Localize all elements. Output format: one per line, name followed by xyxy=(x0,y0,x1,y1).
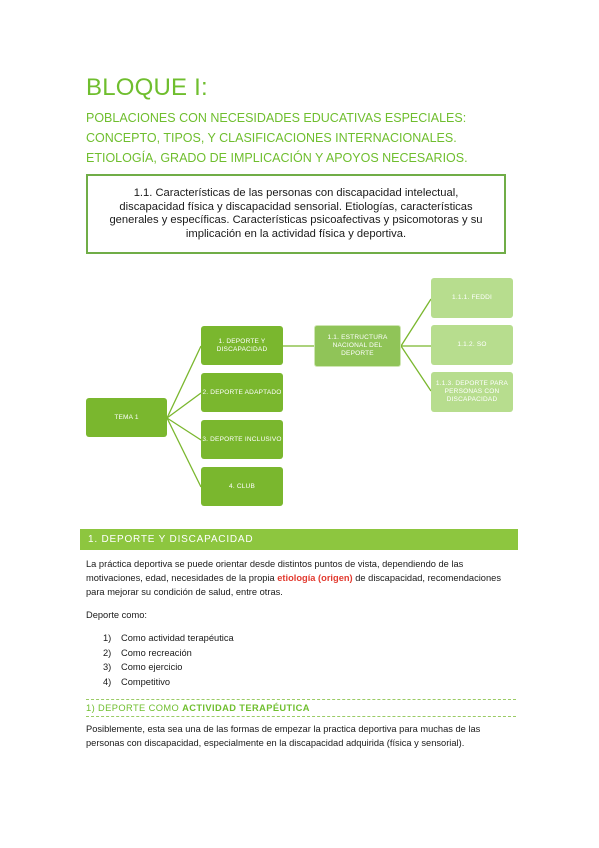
connector-line xyxy=(166,417,202,441)
list-number: 4) xyxy=(103,676,112,687)
list-number: 3) xyxy=(103,662,112,672)
list-text: Competitivo xyxy=(121,676,171,687)
diagram-node-deporte-discapacidad: 1. DEPORTE Y DISCAPACIDAD xyxy=(201,326,283,365)
section-heading-bar: 1. DEPORTE Y DISCAPACIDAD xyxy=(80,529,518,550)
highlighted-term: etiología (origen) xyxy=(277,573,353,583)
numbered-list: 1) Como actividad terapéutica 2) Como re… xyxy=(103,631,234,689)
list-item: 3) Como ejercicio xyxy=(103,660,234,675)
section-paragraph: La práctica deportiva se puede orientar … xyxy=(86,557,516,599)
paragraph-text: La práctica deportiva se puede orientar … xyxy=(86,559,464,583)
node-label: 2. DEPORTE ADAPTADO xyxy=(202,388,282,396)
section-heading: 1. DEPORTE Y DISCAPACIDAD xyxy=(88,534,254,545)
connector-line xyxy=(166,345,202,419)
topic-summary-box: 1.1. Características de las personas con… xyxy=(86,174,506,254)
page-title: BLOQUE I: xyxy=(86,74,208,101)
divider xyxy=(86,699,516,700)
diagram-node-deporte-adaptado: 2. DEPORTE ADAPTADO xyxy=(201,373,283,412)
node-label: 3. DEPORTE INCLUSIVO xyxy=(202,435,282,443)
list-number: 1) xyxy=(103,633,112,643)
diagram-node-so: 1.1.2. SO xyxy=(431,325,513,365)
subsection-paragraph: Posiblemente, esta sea una de las formas… xyxy=(86,724,481,748)
node-label: 1.1. ESTRUCTURA NACIONAL DEL DEPORTE xyxy=(327,334,388,357)
list-text: Como recreación xyxy=(121,647,192,658)
list-number: 2) xyxy=(103,647,112,658)
subsection-heading-prefix: 1) DEPORTE COMO xyxy=(86,703,183,713)
node-label: TEMA 1 xyxy=(114,413,139,421)
list-intro: Deporte como: xyxy=(86,610,147,620)
diagram-node-deporte-inclusivo: 3. DEPORTE INCLUSIVO xyxy=(201,420,283,459)
subsection-heading: 1) DEPORTE COMO ACTIVIDAD TERAPÉUTICA xyxy=(86,703,310,713)
node-label: 1. DEPORTE Y DISCAPACIDAD xyxy=(216,337,268,353)
connector-line xyxy=(166,392,202,419)
diagram-node-estructura-nacional: 1.1. ESTRUCTURA NACIONAL DEL DEPORTE xyxy=(314,325,401,367)
connector-line xyxy=(400,345,432,392)
list-text: Como actividad terapéutica xyxy=(121,633,234,643)
connector-line xyxy=(166,417,202,488)
subsection-heading-bold: ACTIVIDAD TERAPÉUTICA xyxy=(182,703,310,713)
node-label: 4. CLUB xyxy=(229,482,255,490)
subtitle-line: CONCEPTO, TIPOS, Y CLASIFICACIONES INTER… xyxy=(86,131,457,145)
diagram-node-feddi: 1.1.1. FEDDI xyxy=(431,278,513,318)
node-label: 1.1.2. SO xyxy=(457,341,487,348)
connector-line xyxy=(400,298,432,347)
paragraph-text: de discapacidad, recomendaciones para me… xyxy=(86,573,501,597)
topic-summary-text: 1.1. Características de las personas con… xyxy=(109,187,483,240)
node-label: 1.1.1. FEDDI xyxy=(452,294,492,301)
subtitle-line: ETIOLOGÍA, GRADO DE IMPLICACIÓN Y APOYOS… xyxy=(86,151,468,165)
list-item: 4) Competitivo xyxy=(103,675,234,690)
list-text: Como ejercicio xyxy=(121,662,183,672)
page-subtitle: POBLACIONES CON NECESIDADES EDUCATIVAS E… xyxy=(86,108,506,168)
node-label: 1.1.3. DEPORTE PARA PERSONAS CON DISCAPA… xyxy=(435,380,509,403)
list-item: 1) Como actividad terapéutica xyxy=(103,631,234,646)
diagram-node-deporte-personas: 1.1.3. DEPORTE PARA PERSONAS CON DISCAPA… xyxy=(431,372,513,412)
divider xyxy=(86,716,516,717)
diagram-root-node: TEMA 1 xyxy=(86,398,167,437)
list-item: 2) Como recreación xyxy=(103,646,234,661)
subtitle-line: POBLACIONES CON NECESIDADES EDUCATIVAS E… xyxy=(86,111,467,125)
diagram-node-club: 4. CLUB xyxy=(201,467,283,506)
